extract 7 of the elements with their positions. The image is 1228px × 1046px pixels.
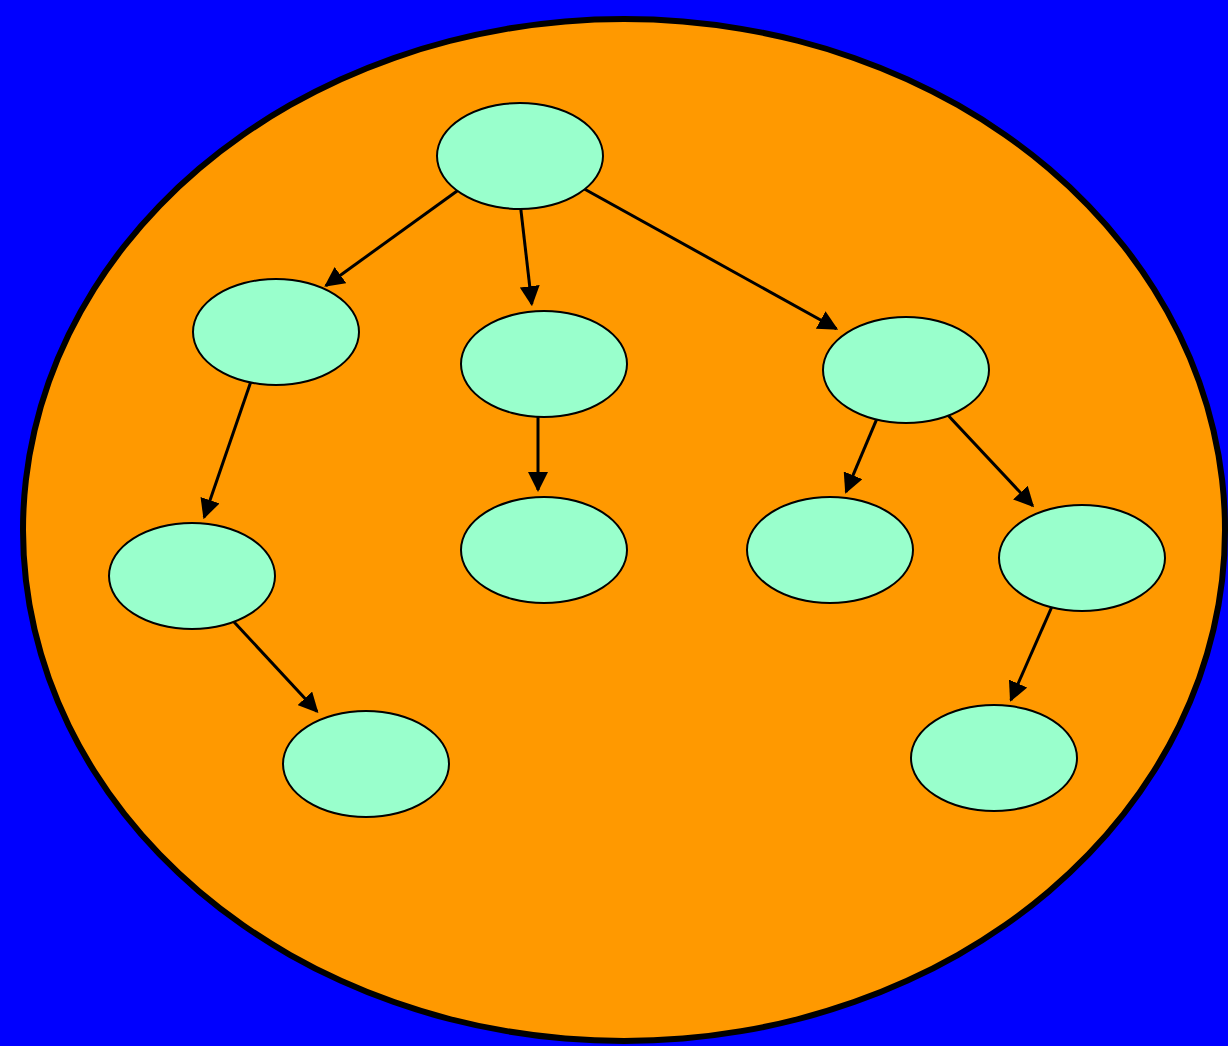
arrow [528,412,548,492]
arrow [200,378,254,520]
ellipse-node [822,316,990,424]
arrow [324,189,459,287]
arrow [1008,603,1055,702]
arrow [843,415,880,494]
ellipse-node [436,102,604,210]
